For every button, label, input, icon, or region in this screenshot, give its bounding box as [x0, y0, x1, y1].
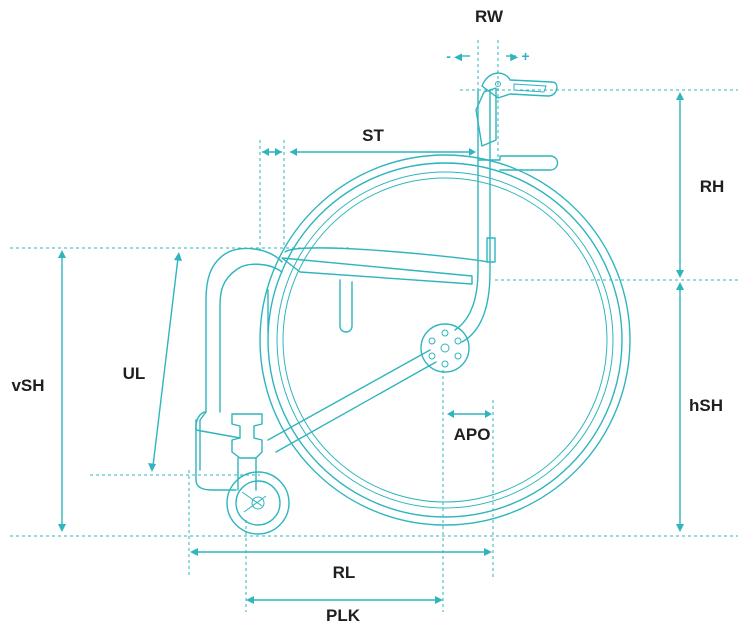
hub-center	[440, 343, 450, 353]
rear-wheel-tire	[259, 154, 631, 526]
push-rim-inner	[282, 177, 608, 503]
diagonal-strut-upper	[267, 349, 431, 441]
rl-arrow-left	[190, 548, 198, 556]
rear-wheel-hub	[420, 323, 470, 373]
rh-label: RH	[700, 177, 725, 196]
footrest-tube	[195, 411, 241, 439]
st-inner-arrow-a	[262, 148, 269, 156]
backrest-tube-front	[454, 89, 479, 331]
apo-label: APO	[454, 425, 491, 444]
st-arrow-end	[469, 148, 476, 156]
backrest-tube-rear	[461, 89, 491, 343]
hsh-arrow-bottom	[676, 524, 684, 532]
hsh-label: hSH	[689, 396, 723, 415]
front-frame-inner	[219, 263, 283, 413]
st-arrow-start	[290, 148, 297, 156]
wheelchair-drawing	[195, 72, 631, 535]
caster-housing	[231, 413, 263, 459]
rh-arrow-top	[676, 92, 684, 100]
caster-spokes	[241, 491, 267, 513]
caster-fork	[237, 457, 257, 491]
hsh-arrow-top	[676, 282, 684, 290]
apo-arrow-left	[447, 410, 454, 418]
rw-plus-label: ▸ +	[509, 48, 529, 64]
rw-label: RW	[475, 7, 504, 26]
ul-label: UL	[123, 364, 146, 383]
seat-rail	[281, 257, 473, 285]
dimension-lines	[58, 55, 684, 604]
apo-arrow-right	[485, 410, 492, 418]
seat-clothing-guard	[339, 279, 353, 333]
push-rim	[276, 171, 614, 509]
front-frame-outer	[199, 247, 283, 471]
push-handle-bolt	[495, 81, 501, 87]
rw-minus-label: - ◂	[446, 48, 463, 64]
diagonal-strut-lower	[275, 361, 437, 453]
ul-arrow-top	[174, 252, 182, 261]
caster-wheel-rim	[235, 480, 281, 526]
ul-dim	[152, 257, 179, 467]
vsh-arrow-top	[58, 250, 66, 258]
plk-arrow-right	[435, 596, 443, 604]
ul-arrow-bottom	[148, 463, 156, 472]
rear-wheel-rim	[267, 162, 623, 518]
caster-hub	[251, 496, 265, 510]
hub-bolts	[428, 329, 462, 368]
plk-label: PLK	[326, 606, 361, 623]
seat-cushion-edge	[284, 247, 489, 263]
rl-label: RL	[333, 563, 356, 582]
caster-wheel-tire	[226, 471, 290, 535]
rl-arrow-right	[484, 548, 492, 556]
backrest-upholstery	[475, 87, 497, 147]
armrest	[477, 155, 559, 171]
vsh-label: vSH	[11, 376, 44, 395]
plk-arrow-left	[246, 596, 254, 604]
footrest	[195, 419, 237, 491]
st-inner-arrow-b	[275, 148, 282, 156]
push-handle	[481, 72, 558, 99]
st-label: ST	[362, 126, 384, 145]
dimension-labels: RW - ◂ ▸ + ST RH vSH UL hSH APO RL PLK	[11, 7, 724, 623]
push-handle-grip	[513, 83, 547, 93]
backrest-clamp	[486, 237, 496, 263]
vsh-arrow-bottom	[58, 524, 66, 532]
rh-arrow-bottom	[676, 270, 684, 278]
